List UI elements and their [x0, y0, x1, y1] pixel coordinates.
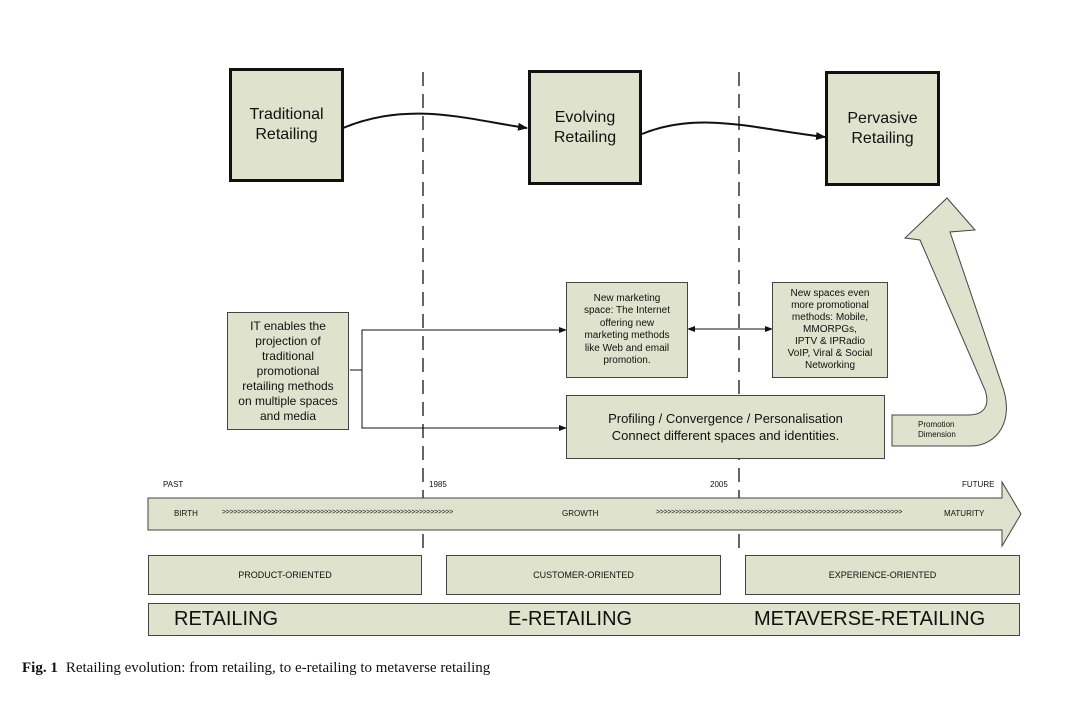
timeline-chevrons-2: >>>>>>>>>>>>>>>>>>>>>>>>>>>>>>>>>>>>>>>>… [656, 509, 903, 516]
profiling-box: Profiling / Convergence / Personalisatio… [566, 395, 885, 459]
new-spaces-box: New spaces even more promotional methods… [772, 282, 888, 378]
timeline-1985: 1985 [429, 480, 447, 489]
band-customer-oriented: CUSTOMER-ORIENTED [446, 555, 721, 595]
era-bar [148, 603, 1020, 636]
band-product-label: PRODUCT-ORIENTED [238, 570, 332, 580]
timeline-2005: 2005 [710, 480, 728, 489]
new-marketing-text: New marketing space: The Internet offeri… [584, 292, 670, 367]
era-e-retailing: E-RETAILING [508, 608, 633, 630]
stage-evolving-retailing: Evolving Retailing [528, 70, 642, 185]
timeline-past: PAST [163, 480, 184, 489]
band-experience-label: EXPERIENCE-ORIENTED [828, 570, 937, 580]
new-marketing-box: New marketing space: The Internet offeri… [566, 282, 688, 378]
profiling-text: Profiling / Convergence / Personalisatio… [608, 411, 843, 443]
stage-pervasive-retailing: Pervasive Retailing [825, 71, 940, 186]
stage-pervasive-label: Pervasive Retailing [847, 109, 918, 147]
era-metaverse-retailing: METAVERSE-RETAILING [754, 608, 986, 630]
connector-it-profiling [361, 370, 567, 431]
timeline-maturity: MATURITY [944, 509, 985, 518]
stage-traditional-label: Traditional Retailing [249, 106, 324, 143]
promotion-dimension-label: Promotion Dimension [918, 420, 956, 439]
timeline-future: FUTURE [962, 480, 995, 489]
band-customer-label: CUSTOMER-ORIENTED [533, 570, 634, 580]
figure-caption: Fig. 1 Retailing evolution: from retailin… [22, 660, 490, 677]
caption-text: Retailing evolution: from retailing, to … [65, 660, 491, 676]
arrow-traditional-to-evolving [342, 112, 528, 131]
era-retailing: RETAILING [174, 608, 279, 630]
band-experience-oriented: EXPERIENCE-ORIENTED [745, 555, 1020, 595]
timeline-chevrons-1: >>>>>>>>>>>>>>>>>>>>>>>>>>>>>>>>>>>>>>>>… [222, 509, 454, 516]
stage-traditional-retailing: Traditional Retailing [229, 68, 344, 182]
it-enables-box: IT enables the projection of traditional… [227, 312, 349, 430]
promotion-arrow-shape [891, 197, 1007, 447]
timeline-arrow [147, 480, 1022, 548]
timeline-growth: GROWTH [562, 509, 599, 518]
band-product-oriented: PRODUCT-ORIENTED [148, 555, 422, 595]
timeline-birth: BIRTH [174, 509, 198, 518]
it-enables-text: IT enables the projection of traditional… [238, 318, 338, 423]
new-spaces-text: New spaces even more promotional methods… [787, 288, 873, 371]
stage-evolving-label: Evolving Retailing [553, 108, 617, 146]
arrow-evolving-to-pervasive [641, 121, 826, 141]
connector-it-branch [350, 327, 567, 371]
caption-label: Fig. 1 [22, 660, 58, 676]
